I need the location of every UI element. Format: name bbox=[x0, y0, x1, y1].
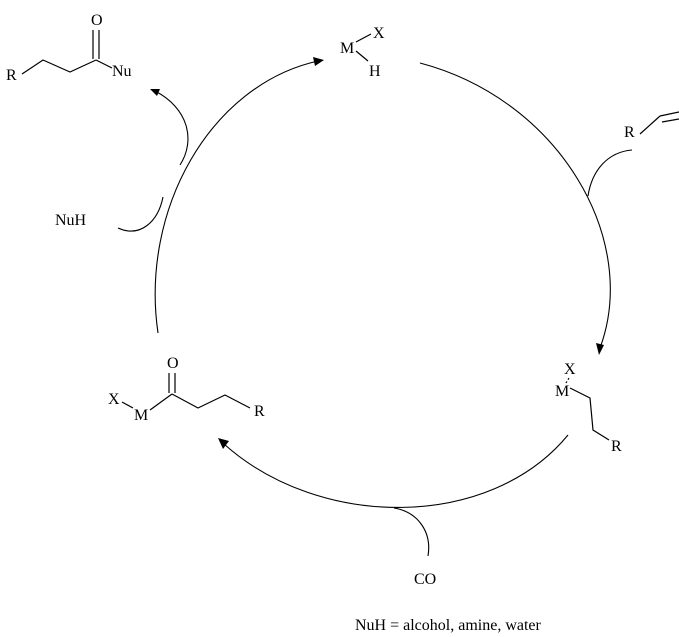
alkene-substrate: R bbox=[624, 111, 679, 141]
product-substituent-label: R bbox=[6, 67, 17, 84]
product-molecule: R O Nu bbox=[6, 12, 132, 84]
arrowhead-product bbox=[150, 89, 160, 96]
nuh-reagent-label: NuH bbox=[55, 212, 87, 229]
nuh-entry-arrow bbox=[117, 196, 164, 232]
hydride-ligand-label: X bbox=[373, 25, 385, 42]
alkyl-metal-label: M bbox=[555, 383, 569, 400]
acyl-oxygen-label: O bbox=[167, 355, 179, 372]
side-arrows bbox=[117, 89, 633, 557]
hydride-metal-label: M bbox=[340, 40, 354, 57]
product-release-arrow bbox=[154, 90, 189, 166]
acyl-ligand-label: X bbox=[108, 391, 120, 408]
product-nucleophile-label: Nu bbox=[112, 63, 132, 80]
acyl-metal-label: M bbox=[134, 407, 148, 424]
hydride-hydrogen-label: H bbox=[369, 63, 381, 80]
product-oxygen-label: O bbox=[91, 12, 103, 29]
alkyl-chain bbox=[569, 387, 610, 441]
arc-to-acyl bbox=[223, 434, 569, 508]
acyl-m-c-bond bbox=[149, 393, 173, 411]
product-chain bbox=[21, 59, 97, 75]
co-entry-arrow bbox=[393, 507, 430, 557]
arc-to-hydride bbox=[154, 60, 319, 334]
alkyl-ligand-label: X bbox=[564, 361, 576, 378]
arc-to-alkyl bbox=[419, 62, 611, 349]
arrowhead-acyl bbox=[218, 438, 229, 449]
product-c-nu-bond bbox=[95, 59, 113, 69]
hydride-m-h-bond bbox=[355, 50, 369, 62]
nucleophile-definition-footnote: NuH = alcohol, amine, water bbox=[355, 617, 542, 634]
acyl-x-m-bond bbox=[121, 401, 134, 409]
alkene-substituent-label: R bbox=[624, 124, 635, 141]
alkene-single-bond bbox=[639, 115, 661, 135]
cycle-arcs bbox=[154, 57, 611, 508]
hydride-m-x-bond bbox=[355, 33, 372, 43]
alkene-entry-arrow bbox=[587, 149, 633, 197]
alkyl-substituent-label: R bbox=[611, 438, 622, 455]
co-reagent-label: CO bbox=[414, 571, 436, 588]
metal-hydride-complex: M X H bbox=[340, 25, 385, 80]
alkyl-m-x-bond bbox=[565, 377, 570, 384]
acyl-chain bbox=[171, 393, 251, 409]
arrowhead-alkyl bbox=[596, 343, 604, 355]
alkene-double-bond-a bbox=[659, 111, 679, 117]
metal-alkyl-complex: X M R bbox=[555, 361, 622, 455]
arrowhead-hydride bbox=[313, 57, 324, 66]
metal-acyl-complex: X M O R bbox=[108, 355, 265, 424]
acyl-substituent-label: R bbox=[254, 403, 265, 420]
alkene-double-bond-b bbox=[661, 118, 679, 123]
